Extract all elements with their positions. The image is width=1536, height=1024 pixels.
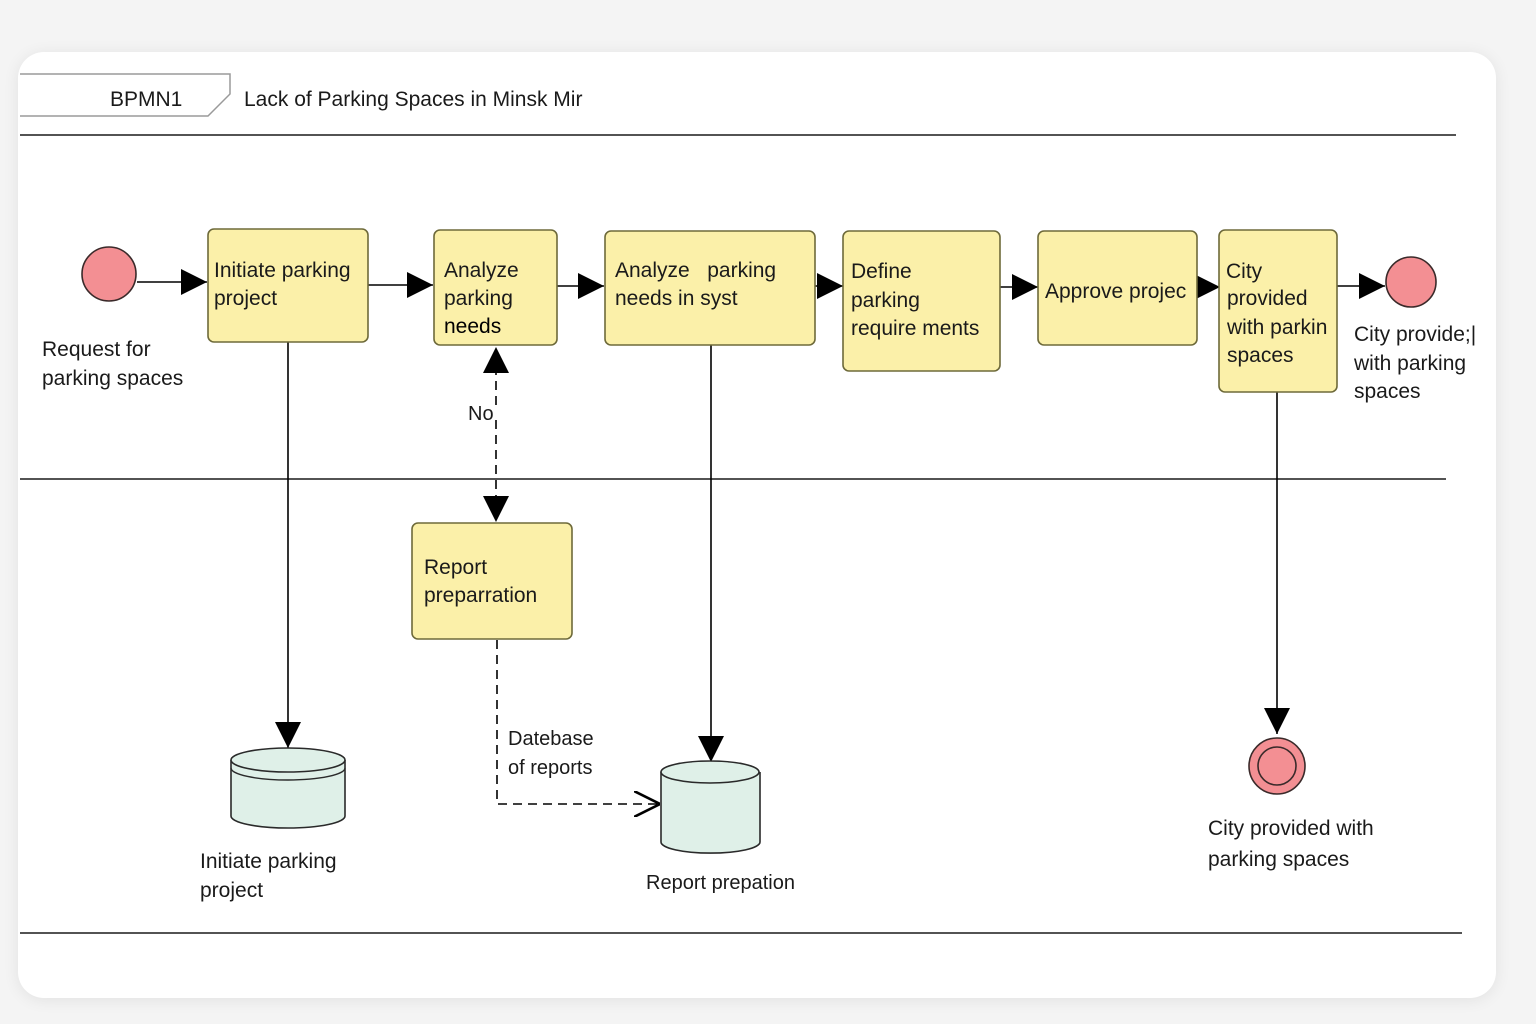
task-initiate-parking-project[interactable]: Initiate parking project (207, 228, 369, 343)
end-event-bottom[interactable] (1248, 737, 1306, 795)
association-label-line2: of reports (508, 757, 592, 779)
task-label-line3: needs (444, 315, 501, 338)
decision-no-label: No (468, 403, 494, 425)
task-label-line3: require ments (851, 317, 979, 340)
task-label-line1: Analyze (444, 259, 519, 282)
task-label-line2: needs in syst (615, 287, 738, 310)
task-city-provided-parking[interactable]: City provided with parkin spaces (1218, 229, 1338, 393)
task-label-line2: parking (851, 289, 920, 312)
diagram-title: Lack of Parking Spaces in Minsk Mir (244, 88, 582, 111)
end-event-bottom-label-line1: City provided with (1208, 817, 1374, 840)
datastore-initiate-parking-project[interactable] (230, 747, 346, 829)
header-tab: BPMN1 (20, 73, 231, 117)
end-event-top-label-line2: with parking (1353, 352, 1466, 375)
end-event-bottom-label-line2: parking spaces (1208, 848, 1349, 871)
end-event-top-label-line1: City provide;| (1354, 323, 1476, 346)
task-analyze-needs-in-syst[interactable]: Analyze parking needs in syst (604, 230, 816, 346)
task-label-line1: City (1226, 260, 1263, 283)
task-label-line1: Define (851, 260, 912, 283)
task-define-parking-requirements[interactable]: Define parking require ments (842, 230, 1001, 372)
task-label-line2: provided (1227, 287, 1308, 310)
association-report-to-database (496, 640, 660, 804)
datastore-report-prepation[interactable] (660, 760, 761, 854)
task-label-line1: Analyze parking (615, 259, 776, 282)
diagram-id: BPMN1 (110, 88, 182, 111)
end-event-top-label-line3: spaces (1354, 380, 1421, 403)
end-event-top[interactable] (1385, 256, 1437, 308)
datastore-label: Report prepation (646, 872, 795, 894)
datastore-label-line2: project (200, 879, 263, 902)
task-label-line2: parking (444, 287, 513, 310)
start-event-label-line2: parking spaces (42, 367, 183, 390)
task-report-preparation[interactable]: Report preparration (411, 522, 573, 640)
task-analyze-parking-needs[interactable]: Analyze parking needs (433, 229, 558, 346)
start-event[interactable] (81, 246, 137, 302)
task-label-line2: project (214, 287, 277, 310)
task-approve-project[interactable]: Approve projec (1037, 230, 1198, 346)
task-label-line1: Initiate parking (214, 259, 351, 282)
datastore-label-line1: Initiate parking (200, 850, 337, 873)
association-label-line1: Datebase (508, 728, 594, 750)
task-label-line1: Report (424, 556, 487, 579)
start-event-label-line1: Request for (42, 338, 151, 361)
task-label-line3: with parkin (1226, 316, 1327, 339)
sequence-flows (137, 269, 1385, 300)
task-label-line2: preparration (424, 584, 537, 607)
task-label-line1: Approve projec (1045, 280, 1186, 303)
task-label-line4: spaces (1227, 344, 1294, 367)
